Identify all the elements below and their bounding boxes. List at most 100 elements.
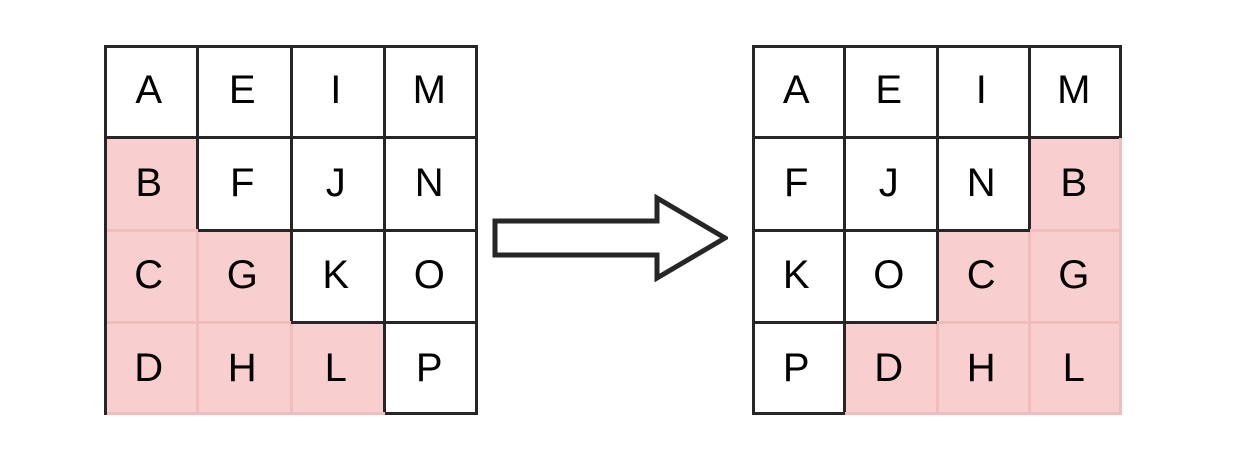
grid-line-vertical <box>289 137 293 230</box>
grid-line-horizontal <box>752 321 845 324</box>
grid-line-vertical <box>196 322 199 415</box>
grid-border-right <box>475 322 478 415</box>
grid-line-vertical <box>843 230 846 323</box>
grid-cell: H <box>197 322 291 415</box>
grid-line-horizontal <box>844 228 937 232</box>
cell-label: E <box>875 68 903 113</box>
grid-border-right <box>475 230 478 323</box>
grid-line-vertical <box>289 230 293 323</box>
grid-cell: E <box>197 45 291 138</box>
grid-border-left <box>104 322 107 415</box>
grid-line-vertical <box>383 322 386 415</box>
grid-line-horizontal <box>384 321 478 324</box>
grid-line-horizontal <box>384 228 478 232</box>
grid-border-top <box>752 45 845 48</box>
grid-border-left <box>752 137 755 230</box>
cell-label: A <box>135 68 163 113</box>
grid-border-right <box>1119 230 1122 323</box>
grid-cell: O <box>384 230 478 323</box>
grid-line-vertical <box>843 137 846 230</box>
grid-border-left <box>104 137 107 230</box>
grid-line-vertical <box>383 137 386 230</box>
grid-cell: G <box>1029 230 1122 323</box>
grid-line-vertical <box>196 230 199 323</box>
grid-cell: N <box>384 137 478 230</box>
grid-cell: J <box>844 137 937 230</box>
grid-border-top <box>197 45 291 48</box>
grid-line-horizontal <box>1029 321 1122 324</box>
grid-cell: L <box>1029 322 1122 415</box>
cell-label: K <box>322 253 350 298</box>
cell-label: P <box>415 345 443 390</box>
cell-label: J <box>878 160 899 205</box>
grid-cell: B <box>1029 137 1122 230</box>
grid-line-vertical <box>935 322 939 415</box>
grid-border-top <box>384 45 478 48</box>
cell-label: O <box>413 253 445 298</box>
grid-line-horizontal <box>104 228 198 232</box>
grid-border-bottom <box>1029 412 1122 415</box>
grid-line-vertical <box>383 230 386 323</box>
cell-label: B <box>1060 160 1088 205</box>
cell-label: G <box>226 253 258 298</box>
grid-line-horizontal <box>844 136 937 139</box>
grid-cell: O <box>844 230 937 323</box>
grid-border-left <box>752 322 755 415</box>
grid-cell: P <box>384 322 478 415</box>
grid-cell: K <box>291 230 385 323</box>
grid-line-vertical <box>196 45 199 138</box>
grid-cell: B <box>104 137 198 230</box>
grid-border-bottom <box>291 412 385 415</box>
grid-line-vertical <box>383 45 386 138</box>
grid-line-vertical <box>935 137 939 230</box>
grid-cell: A <box>752 45 845 138</box>
grid-cell: F <box>752 137 845 230</box>
grid-border-top <box>104 45 198 48</box>
grid-line-vertical <box>196 137 199 230</box>
arrow-shape <box>492 193 730 283</box>
cell-label: I <box>330 68 342 113</box>
grid-cell: I <box>291 45 385 138</box>
grid-border-top <box>844 45 937 48</box>
cell-label: D <box>134 345 164 390</box>
grid-line-horizontal <box>752 228 845 232</box>
grid-border-bottom <box>384 412 478 415</box>
grid-line-vertical <box>289 45 293 138</box>
grid-line-horizontal <box>1029 136 1122 139</box>
cell-label: F <box>784 160 809 205</box>
grid-cell: C <box>937 230 1030 323</box>
grid-line-vertical <box>1028 45 1031 138</box>
grid-cell: C <box>104 230 198 323</box>
cell-label: H <box>227 345 257 390</box>
grid-line-horizontal <box>937 228 1030 232</box>
cell-label: C <box>966 253 996 298</box>
grid-cell: F <box>197 137 291 230</box>
cell-label: E <box>228 68 256 113</box>
cell-label: F <box>230 160 255 205</box>
grid-cell: K <box>752 230 845 323</box>
cell-label: N <box>966 160 996 205</box>
grid-cell: G <box>197 230 291 323</box>
grid-border-right <box>1119 137 1122 230</box>
grid-line-vertical <box>1028 322 1031 415</box>
grid-cell: J <box>291 137 385 230</box>
cell-label: H <box>966 345 996 390</box>
cell-label: J <box>325 160 346 205</box>
grid-line-vertical <box>935 230 939 323</box>
cell-label: N <box>414 160 444 205</box>
grid-cell: A <box>104 45 198 138</box>
grid-line-horizontal <box>197 136 291 139</box>
right-arrow <box>492 193 730 283</box>
grid-line-horizontal <box>197 321 291 324</box>
cell-label: D <box>874 345 904 390</box>
grid-cell: M <box>384 45 478 138</box>
grid-cell: D <box>104 322 198 415</box>
grid-cell: H <box>937 322 1030 415</box>
grid-border-left <box>104 45 107 138</box>
cell-label: M <box>412 68 446 113</box>
grid-border-left <box>752 45 755 138</box>
grid-border-left <box>104 230 107 323</box>
grid-line-vertical <box>843 45 846 138</box>
